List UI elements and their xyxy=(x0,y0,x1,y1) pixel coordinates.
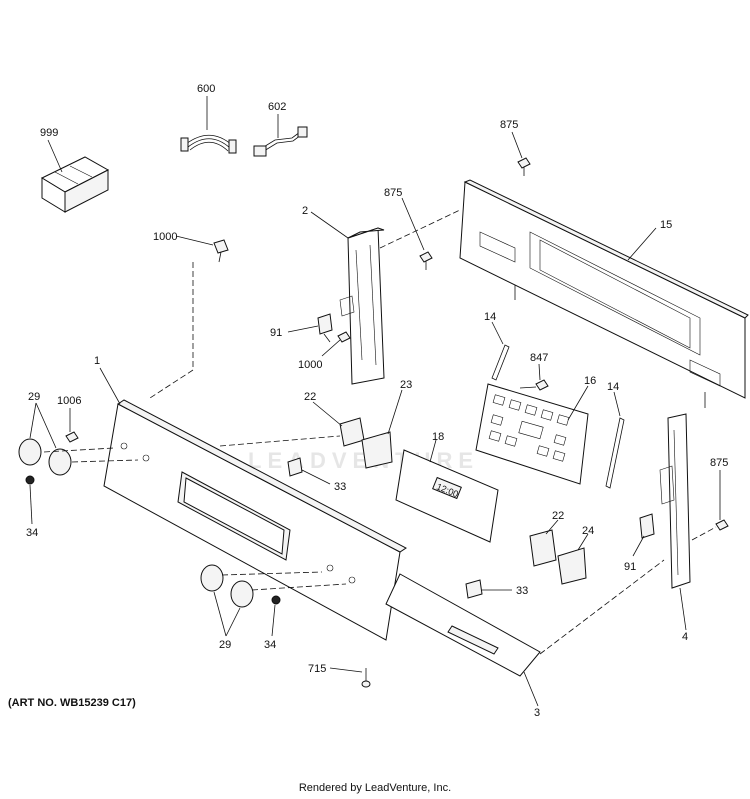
part-3-trim-strip[interactable] xyxy=(385,573,541,677)
part-91-left-bracket[interactable] xyxy=(317,313,333,343)
callout-91-left: 91 xyxy=(270,327,282,339)
callout-33-top: 33 xyxy=(334,481,346,493)
callout-1000-top: 1000 xyxy=(153,231,177,243)
callout-875-mid: 875 xyxy=(384,187,402,199)
callout-1: 1 xyxy=(94,355,100,367)
part-1-control-panel[interactable] xyxy=(103,399,407,641)
part-4-right-endcap[interactable] xyxy=(659,413,691,589)
part-1006-screw[interactable] xyxy=(65,431,79,443)
footer-credit: Rendered by LeadVenture, Inc. xyxy=(298,782,452,794)
part-24-switch[interactable] xyxy=(557,547,587,585)
callout-3: 3 xyxy=(534,707,540,719)
part-18-touch-panel[interactable]: 12:00 xyxy=(395,449,499,543)
callout-1006: 1006 xyxy=(57,395,81,407)
callout-1000-mid: 1000 xyxy=(298,359,322,371)
callout-999: 999 xyxy=(40,127,58,139)
part-1000-screw-top[interactable] xyxy=(213,239,229,263)
part-22-switch-bottom[interactable] xyxy=(529,529,557,567)
part-2-left-endcap[interactable] xyxy=(339,227,385,385)
part-715-screw[interactable] xyxy=(361,668,371,688)
callout-14-left: 14 xyxy=(484,311,496,323)
part-29-knobs-left[interactable] xyxy=(18,438,139,476)
part-602-wire[interactable] xyxy=(253,126,308,157)
callout-29-left: 29 xyxy=(28,391,40,403)
part-22-switch-top[interactable] xyxy=(339,417,365,447)
part-875-screw-top[interactable] xyxy=(517,157,531,176)
art-number: (ART NO. WB15239 C17) xyxy=(8,697,136,709)
callout-23: 23 xyxy=(400,379,412,391)
part-847-screw[interactable] xyxy=(519,379,549,391)
callout-16: 16 xyxy=(584,375,596,387)
callout-34-left: 34 xyxy=(26,527,38,539)
part-14-left-bracket[interactable] xyxy=(491,344,510,381)
callout-4: 4 xyxy=(682,631,688,643)
part-16-control-board[interactable] xyxy=(475,383,589,485)
part-14-right-bracket[interactable] xyxy=(605,417,625,489)
part-875-screw-mid[interactable] xyxy=(419,251,433,270)
callout-22-top: 22 xyxy=(304,391,316,403)
part-999-box[interactable] xyxy=(40,156,110,213)
part-875-screw-right[interactable] xyxy=(715,519,729,531)
part-23-switch[interactable] xyxy=(361,431,393,469)
callout-91-right: 91 xyxy=(624,561,636,573)
part-15-backguard[interactable] xyxy=(459,179,749,408)
callout-24: 24 xyxy=(582,525,594,537)
part-600-harness[interactable] xyxy=(180,134,237,154)
part-34-clip-bottom[interactable] xyxy=(271,595,281,605)
part-29-knobs-bottom[interactable] xyxy=(200,564,347,608)
callout-15: 15 xyxy=(660,219,672,231)
callout-29-bottom: 29 xyxy=(219,639,231,651)
callout-875-top: 875 xyxy=(500,119,518,131)
part-91-right-bracket[interactable] xyxy=(639,513,655,539)
part-1000-screw-mid[interactable] xyxy=(337,331,351,343)
callout-2: 2 xyxy=(302,205,308,217)
callout-600: 600 xyxy=(197,83,215,95)
callout-34-bottom: 34 xyxy=(264,639,276,651)
callout-875-right: 875 xyxy=(710,457,728,469)
callout-602: 602 xyxy=(268,101,286,113)
part-33-clip-top[interactable] xyxy=(287,457,303,477)
callout-22-bottom: 22 xyxy=(552,510,564,522)
callout-33-bottom: 33 xyxy=(516,585,528,597)
callout-18: 18 xyxy=(432,431,444,443)
callout-715: 715 xyxy=(308,663,326,675)
callout-847: 847 xyxy=(530,352,548,364)
callout-14-right: 14 xyxy=(607,381,619,393)
part-34-clip-left[interactable] xyxy=(25,475,35,485)
part-33-clip-bottom[interactable] xyxy=(465,579,483,599)
